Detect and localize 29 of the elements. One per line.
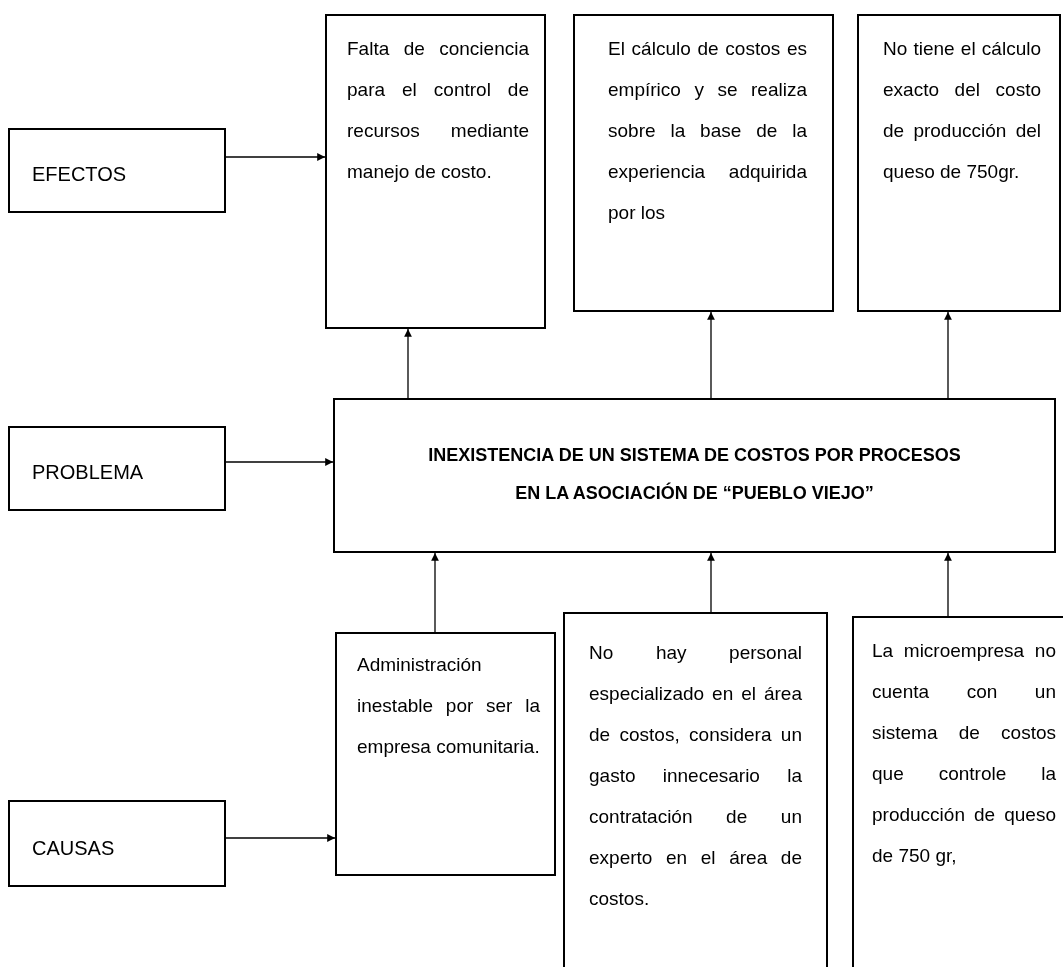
text-box: [335, 632, 556, 876]
arrow: [707, 552, 715, 613]
box-text: Falta de conciencia para el control de recursos mediante manejo de costo.: [347, 37, 529, 184]
box-text: EFECTOS: [32, 162, 128, 186]
arrow: [225, 458, 334, 466]
text-box: [573, 14, 834, 312]
box-text: No hay personal especializado en el área de costos, considera un gasto innecesario la contratación de un experto en el área de costos.: [589, 641, 802, 911]
box-text: CAUSAS: [32, 836, 116, 860]
arrow: [944, 311, 952, 399]
label-box: [8, 426, 226, 511]
arrow: [225, 834, 336, 842]
arrow: [225, 153, 326, 161]
text-box: [857, 14, 1061, 312]
label-box: [8, 128, 226, 213]
box-text: Administración inestable por ser la empresa comunitaria.: [357, 653, 540, 759]
arrow: [707, 311, 715, 399]
text-box: [563, 612, 828, 967]
box-text: No tiene el cálculo exacto del costo de producción del queso de 750gr.: [883, 37, 1041, 184]
box-text: El cálculo de costos es empírico y se realiza sobre la base de la experiencia adquirida por los: [608, 37, 807, 225]
arrow: [404, 328, 412, 399]
text-box: [852, 616, 1063, 967]
problem-box: [333, 398, 1056, 553]
arrow: [431, 552, 439, 633]
label-box: [8, 800, 226, 887]
box-text: La microempresa no cuenta con un sistema de costos que controle la producción de queso de 750 gr,: [872, 639, 1056, 868]
text-box: [325, 14, 546, 329]
box-text: INEXISTENCIA DE UN SISTEMA DE COSTOS POR PROCESOS EN LA ASOCIACIÓN DE “PUEBLO VIEJO”: [427, 444, 962, 505]
box-text: PROBLEMA: [32, 460, 145, 484]
arrow: [944, 552, 952, 617]
